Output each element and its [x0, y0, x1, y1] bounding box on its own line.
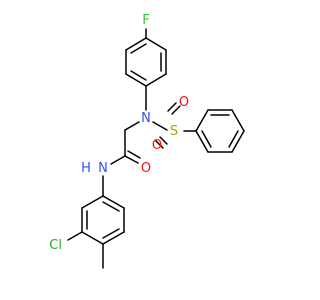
amide-hydrogen-atom: H: [81, 161, 91, 176]
sulfur-atom: S: [170, 124, 178, 139]
structure-canvas: F N S O O H N O Cl: [49, 13, 245, 269]
sulfonyl-oxygen-atom-top: O: [179, 95, 189, 110]
bonds: [67, 28, 245, 269]
bond: [81, 195, 104, 209]
chlorine-atom: Cl: [49, 238, 62, 253]
amide-nitrogen-atom: N: [98, 161, 108, 176]
bond: [167, 102, 177, 112]
atom-labels: F N S O O H N O Cl: [49, 13, 189, 253]
bond: [102, 228, 120, 239]
fluorine-atom: F: [142, 13, 149, 28]
bond: [201, 130, 212, 148]
bond: [110, 155, 126, 165]
bond: [130, 70, 147, 81]
bond: [152, 121, 168, 131]
bond: [127, 150, 141, 159]
bond: [67, 231, 83, 241]
bond: [124, 121, 140, 131]
bond: [102, 201, 120, 212]
bond: [231, 130, 245, 153]
bond: [195, 130, 209, 153]
bond: [125, 73, 147, 87]
sulfonyl-oxygen-atom-bottom: O: [152, 138, 162, 153]
bond: [159, 136, 168, 145]
bond: [124, 155, 139, 164]
bond: [195, 109, 209, 132]
bond: [145, 37, 167, 51]
bond: [125, 37, 147, 51]
bond: [81, 231, 104, 245]
sulfonamide-nitrogen-atom: N: [141, 111, 151, 126]
bond: [145, 73, 167, 87]
bond: [155, 140, 164, 149]
molecule-drawing: F N S O O H N O Cl: [49, 13, 245, 269]
bond: [130, 43, 147, 54]
carbonyl-oxygen-atom: O: [141, 161, 151, 176]
bond: [102, 231, 125, 245]
bond: [171, 105, 181, 115]
bond: [228, 130, 239, 148]
bond: [231, 109, 245, 132]
bond: [102, 195, 125, 209]
